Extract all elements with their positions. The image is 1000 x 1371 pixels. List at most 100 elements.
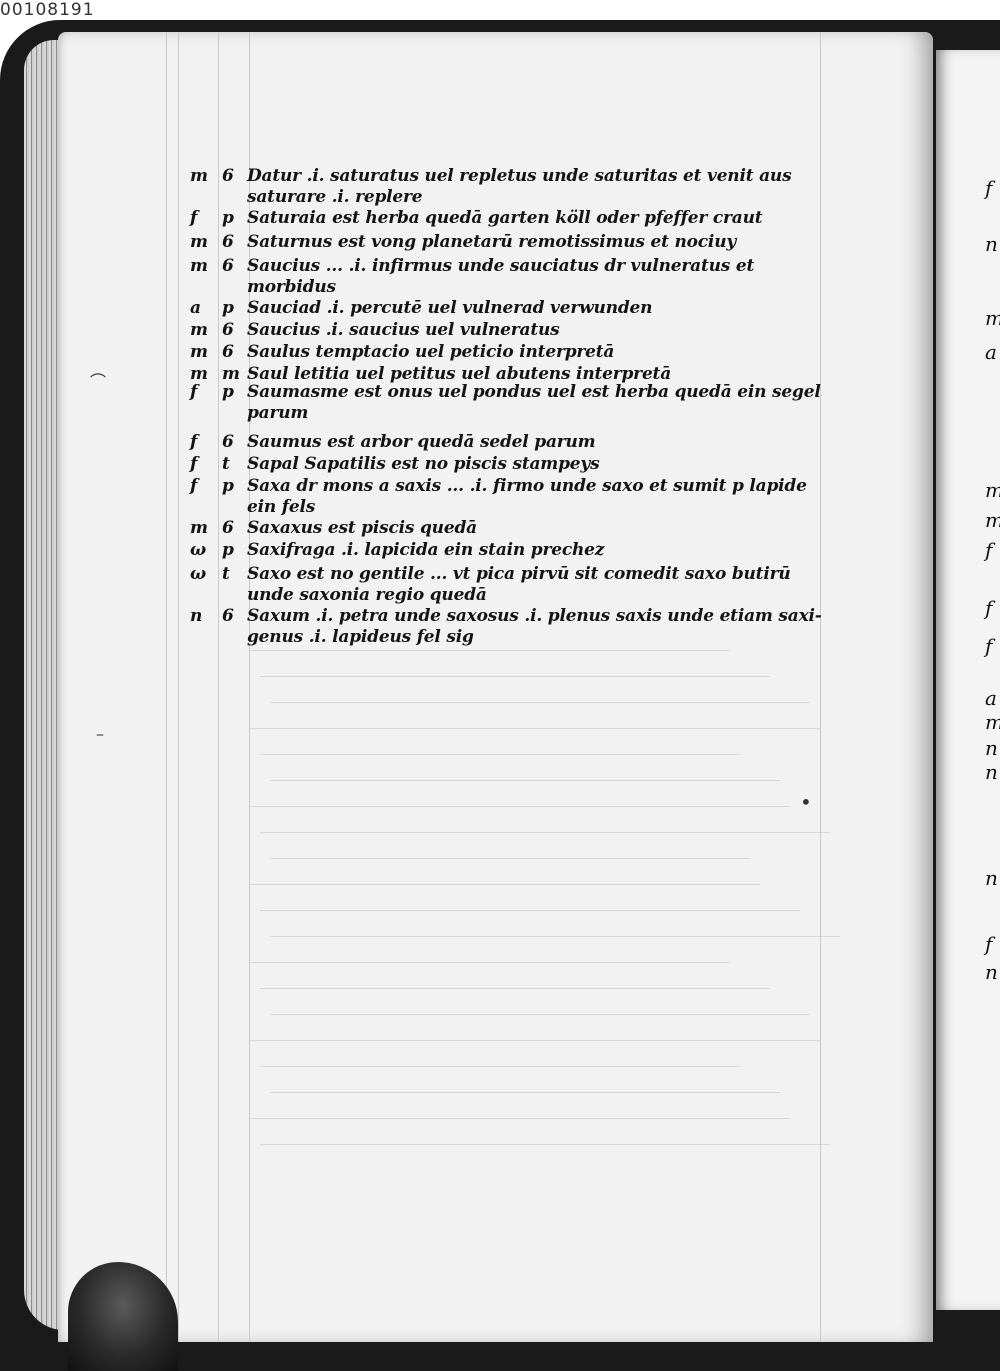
- entry-declension-marker: p: [222, 382, 234, 402]
- entry-gender-marker: f: [190, 382, 198, 402]
- entry-text-line: Sauciad .i. percutē uel vulnerad verwund…: [247, 298, 653, 318]
- entry-declension-marker: 6: [222, 256, 234, 276]
- show-through-line: [260, 910, 800, 911]
- facing-page-letter: n: [985, 736, 998, 760]
- show-through-line: [270, 858, 750, 859]
- entry-text-line: Sapal Sapatilis est no piscis stampeys: [247, 454, 600, 474]
- entry-text-line: Saxaxus est piscis quedā: [247, 518, 477, 538]
- show-through-line: [260, 988, 770, 989]
- facing-page-letter: f: [985, 538, 993, 562]
- entry-text-line: ein fels: [247, 497, 316, 517]
- entry-declension-marker: 6: [222, 232, 234, 252]
- show-through-line: [250, 650, 730, 651]
- manuscript-page: [58, 32, 933, 1342]
- entry-gender-marker: n: [190, 606, 203, 626]
- entry-declension-marker: p: [222, 298, 234, 318]
- entry-gender-marker: m: [190, 256, 208, 276]
- entry-declension-marker: 6: [222, 518, 234, 538]
- facing-page-letter: m: [985, 478, 1000, 502]
- entry-gender-marker: f: [190, 476, 198, 496]
- show-through-line: [270, 1092, 780, 1093]
- facing-page-letter: m: [985, 306, 1000, 330]
- show-through-line: [250, 962, 730, 963]
- facing-page-letter: n: [985, 960, 998, 984]
- facing-page-letter: a: [985, 686, 997, 710]
- show-through-line: [260, 1144, 830, 1145]
- show-through-line: [250, 1040, 820, 1041]
- entry-gender-marker: f: [190, 454, 198, 474]
- ruling-line-text-start: [249, 32, 250, 1342]
- show-through-line: [250, 884, 760, 885]
- show-through-line: [270, 936, 840, 937]
- entry-gender-marker: f: [190, 432, 198, 452]
- entry-text-line: Saulus temptacio uel peticio interpretā: [247, 342, 615, 362]
- entry-text-line: Saucius .i. saucius uel vulneratus: [247, 320, 560, 340]
- show-through-line: [270, 1014, 810, 1015]
- show-through-line: [250, 1118, 790, 1119]
- page-edges: [24, 40, 64, 1330]
- entry-gender-marker: m: [190, 342, 208, 362]
- facing-page-letter: n: [985, 760, 998, 784]
- entry-gender-marker: ω: [190, 564, 207, 584]
- ruling-line-left-inner: [178, 32, 179, 1342]
- ruling-line-left-outer: [166, 32, 167, 1342]
- facing-page-letter: n: [985, 866, 998, 890]
- show-through-line: [270, 780, 780, 781]
- entry-gender-marker: ω: [190, 540, 207, 560]
- entry-text-line: Saumus est arbor quedā sedel parum: [247, 432, 596, 452]
- show-through-line: [260, 676, 770, 677]
- entry-text-line: Saxa dr mons a saxis ... .i. firmo unde …: [247, 476, 807, 496]
- entry-text-line: Saturaia est herba quedā garten köll ode…: [247, 208, 763, 228]
- facing-page-letter: f: [985, 596, 993, 620]
- entry-text-line: parum: [247, 403, 309, 423]
- entry-text-line: Saturnus est vong planetarū remotissimus…: [247, 232, 737, 252]
- entry-declension-marker: t: [222, 564, 230, 584]
- entry-declension-marker: m: [222, 364, 240, 384]
- show-through-line: [260, 1066, 740, 1067]
- entry-declension-marker: p: [222, 476, 234, 496]
- entry-declension-marker: t: [222, 454, 230, 474]
- entry-gender-marker: m: [190, 166, 208, 186]
- ruling-line-right: [820, 32, 821, 1342]
- ink-dot: •: [800, 790, 812, 814]
- show-through-line: [250, 728, 820, 729]
- entry-text-line: Saxum .i. petra unde saxosus .i. plenus …: [247, 606, 822, 626]
- entry-gender-marker: a: [190, 298, 202, 318]
- entry-text-line: Saxo est no gentile ... vt pica pirvū si…: [247, 564, 791, 584]
- show-through-line: [250, 806, 790, 807]
- show-through-line: [270, 702, 810, 703]
- entry-text-line: Saxifraga .i. lapicida ein stain prechez: [247, 540, 605, 560]
- facing-page: [936, 50, 1000, 1310]
- entry-declension-marker: 6: [222, 432, 234, 452]
- facing-page-letter: a: [985, 340, 997, 364]
- entry-gender-marker: m: [190, 320, 208, 340]
- entry-declension-marker: 6: [222, 606, 234, 626]
- thumb: [68, 1262, 178, 1371]
- facing-page-letter: m: [985, 710, 1000, 734]
- margin-flourish: ⌒: [90, 372, 107, 391]
- entry-text-line: genus .i. lapideus fel sig: [247, 627, 474, 647]
- entry-gender-marker: m: [190, 232, 208, 252]
- entry-declension-marker: p: [222, 540, 234, 560]
- facing-page-letter: f: [985, 176, 993, 200]
- ruling-line-gender-column: [218, 32, 219, 1342]
- entry-gender-marker: f: [190, 208, 198, 228]
- facing-page-letter: f: [985, 634, 993, 658]
- entry-text-line: morbidus: [247, 277, 336, 297]
- entry-gender-marker: m: [190, 364, 208, 384]
- entry-gender-marker: m: [190, 518, 208, 538]
- entry-declension-marker: 6: [222, 342, 234, 362]
- entry-text-line: saturare .i. replere: [247, 187, 423, 207]
- entry-declension-marker: p: [222, 208, 234, 228]
- entry-text-line: Saucius ... .i. infirmus unde sauciatus …: [247, 256, 755, 276]
- show-through-line: [260, 832, 830, 833]
- entry-text-line: unde saxonia regio quedā: [247, 585, 487, 605]
- entry-declension-marker: 6: [222, 320, 234, 340]
- entry-declension-marker: 6: [222, 166, 234, 186]
- show-through-line: [260, 754, 740, 755]
- entry-text-line: Saul letitia uel petitus uel abutens int…: [247, 364, 672, 384]
- entry-text-line: Saumasme est onus uel pondus uel est her…: [247, 382, 821, 402]
- archive-stamp: 00108191: [0, 0, 95, 20]
- facing-page-letter: f: [985, 932, 993, 956]
- entry-text-line: Datur .i. saturatus uel repletus unde sa…: [247, 166, 792, 186]
